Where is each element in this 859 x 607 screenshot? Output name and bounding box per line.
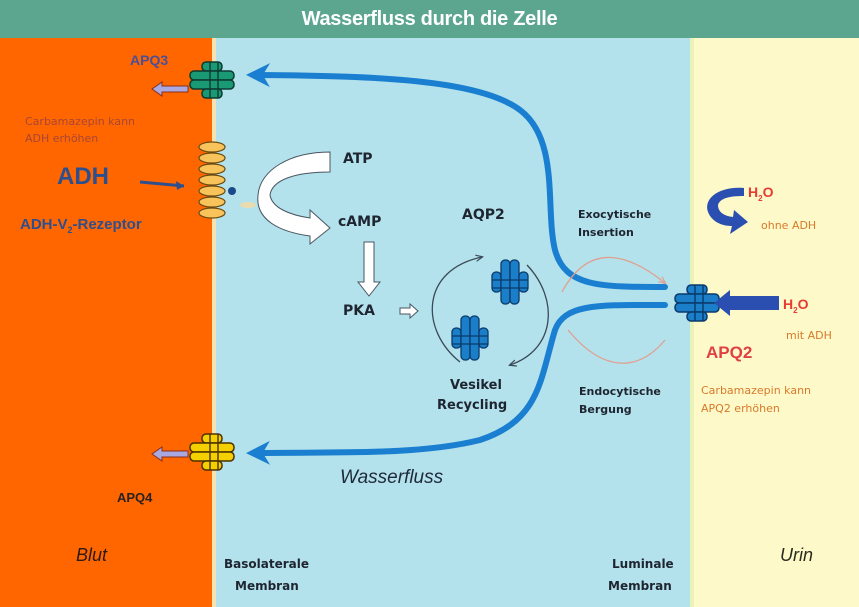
exocytic-insertion-label-line2: Insertion: [578, 226, 634, 239]
pka-to-aqp2-arrow: [399, 302, 419, 320]
urine-label: Urin: [780, 545, 814, 565]
luminal-membrane-label-line2: Membran: [608, 579, 672, 593]
urine-region: [694, 38, 859, 607]
water-flow-label: Wasserfluss: [340, 467, 444, 488]
adh-label: ADH: [57, 163, 109, 190]
h2o-h: H: [783, 296, 794, 312]
exocytic-insertion-arrow: [561, 256, 665, 293]
aqp4-label: APQ4: [117, 490, 153, 505]
receptor-label-sub: 2: [67, 225, 73, 235]
camp-to-pka-arrow: [356, 241, 382, 297]
adh-v2-receptor-label: ADH-V2-Rezeptor: [20, 216, 142, 235]
endocytic-recovery-arrow: [567, 329, 666, 364]
receptor-label-suffix: -Rezeptor: [72, 216, 142, 233]
without-adh-note: ohne ADH: [761, 219, 817, 232]
pka-label: PKA: [343, 303, 375, 319]
aqp3-label: APQ3: [130, 52, 169, 68]
h2o-sub: 2: [793, 305, 798, 315]
carbamazepin-aqp2-note-line1: Carbamazepin kann: [701, 384, 812, 397]
aqp4-channel-icon: [189, 433, 235, 471]
aqp3-outflow-arrow: [151, 81, 189, 97]
luminal-membrane-label-line1: Luminale: [612, 557, 674, 571]
aqp2-luminal-channel-icon: [674, 284, 720, 322]
camp-label: cAMP: [338, 214, 382, 230]
aqp2-luminal-label: APQ2: [706, 343, 753, 362]
h2o-h: H: [748, 184, 759, 200]
vesicle-recycling-label-line2: Recycling: [437, 398, 508, 413]
signal-glow-icon: [240, 202, 256, 208]
vesicle-recycling-label-line1: Vesikel: [450, 378, 502, 393]
aqp2-label: AQP2: [462, 207, 505, 223]
h2o-without-adh-label: H2O: [748, 184, 773, 203]
h2o-o: O: [797, 296, 809, 312]
blood-region: [0, 38, 212, 607]
aqp4-outflow-arrow: [151, 446, 189, 462]
h2o-sub: 2: [758, 193, 763, 203]
endocytic-recovery-label-line2: Bergung: [579, 403, 632, 416]
aqp2-vesicle-channel-icon: [491, 259, 529, 305]
receptor-label-prefix: ADH-V: [20, 216, 68, 233]
atp-to-camp-arrow: [257, 151, 331, 246]
h2o-rebound-arrow: [707, 187, 748, 234]
atp-label: ATP: [343, 151, 373, 167]
recycling-arrow-up: [431, 257, 482, 363]
water-flow-arrow-to-aqp3: [246, 63, 668, 290]
h2o-inflow-arrow: [714, 290, 779, 316]
basolateral-membrane-label-line1: Basolaterale: [224, 557, 309, 571]
basolateral-membrane-line: [212, 38, 216, 607]
blood-label: Blut: [76, 545, 108, 565]
adh-binding-site-icon: [228, 187, 236, 195]
h2o-with-adh-label: H2O: [783, 296, 808, 315]
carbamazepin-adh-note-line2: ADH erhöhen: [25, 132, 99, 145]
with-adh-note: mit ADH: [786, 329, 832, 342]
water-flow-arrow-to-aqp4: [246, 301, 668, 465]
aqp3-channel-icon: [189, 61, 235, 99]
aqp2-vesicle-channel-icon: [451, 315, 489, 361]
carbamazepin-adh-note-line1: Carbamazepin kann: [25, 115, 136, 128]
exocytic-insertion-label-line1: Exocytische: [578, 208, 652, 221]
luminal-membrane-line: [690, 38, 694, 607]
cell-region: [216, 38, 690, 607]
basolateral-membrane-label-line2: Membran: [235, 579, 299, 593]
adh-v2-receptor-icon: [198, 141, 226, 219]
recycling-arrow-down: [510, 264, 549, 365]
h2o-o: O: [762, 184, 774, 200]
endocytic-recovery-label-line1: Endocytische: [579, 385, 661, 398]
diagram-title: Wasserfluss durch die Zelle: [0, 0, 859, 38]
carbamazepin-aqp2-note-line2: APQ2 erhöhen: [701, 402, 780, 415]
